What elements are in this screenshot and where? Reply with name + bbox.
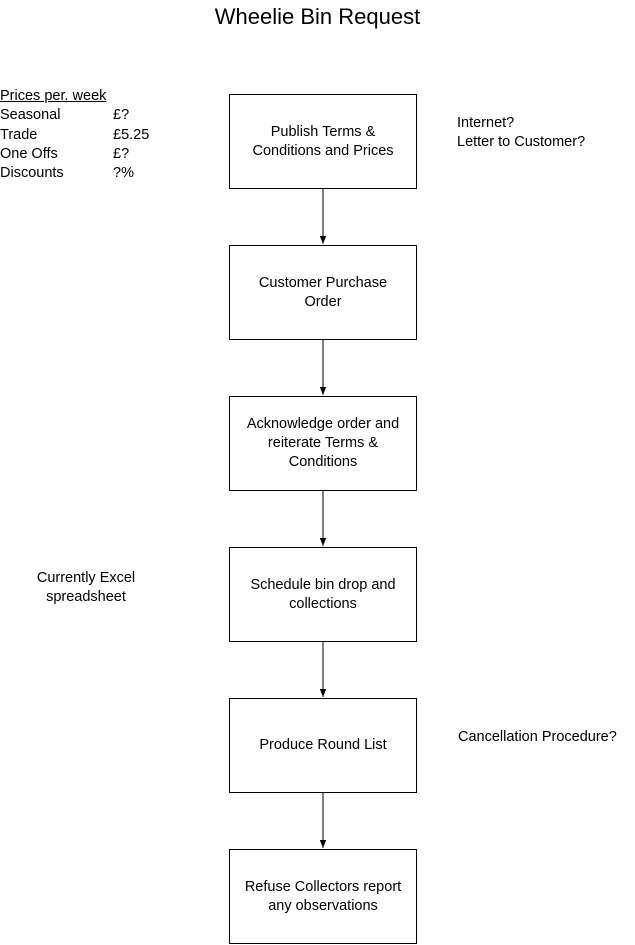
step-schedule-bin-drop: Schedule bin drop and collections [229, 547, 417, 642]
price-label: One Offs [0, 145, 58, 162]
note-cancellation: Cancellation Procedure? [458, 729, 617, 745]
prices-table: Prices per. week Seasonal £? Trade £5.25… [0, 87, 149, 183]
price-label: Seasonal [0, 107, 61, 124]
price-row-discounts: Discounts ?% [0, 164, 149, 183]
price-value: £? [113, 107, 130, 124]
price-value: £5.25 [113, 126, 150, 143]
price-row-seasonal: Seasonal £? [0, 106, 149, 125]
step-customer-purchase-order: Customer Purchase Order [229, 245, 417, 340]
step-refuse-collectors-report: Refuse Collectors report any observation… [229, 849, 417, 944]
prices-heading: Prices per. week [0, 88, 107, 104]
note-schedule-tool: Currently Excel spreadsheet [36, 570, 136, 605]
price-label: Discounts [0, 165, 64, 182]
step-publish-terms: Publish Terms & Conditions and Prices [229, 94, 417, 189]
price-value: £? [113, 145, 130, 162]
step-produce-round-list: Produce Round List [229, 698, 417, 793]
price-value: ?% [113, 165, 134, 182]
note-publish-channels: Internet? Letter to Customer? [457, 115, 586, 150]
price-row-trade: Trade £5.25 [0, 126, 149, 145]
diagram-title: Wheelie Bin Request [214, 4, 421, 29]
price-label: Trade [0, 126, 38, 143]
price-row-one-offs: One Offs £? [0, 145, 149, 164]
step-acknowledge-order: Acknowledge order and reiterate Terms & … [229, 396, 417, 491]
